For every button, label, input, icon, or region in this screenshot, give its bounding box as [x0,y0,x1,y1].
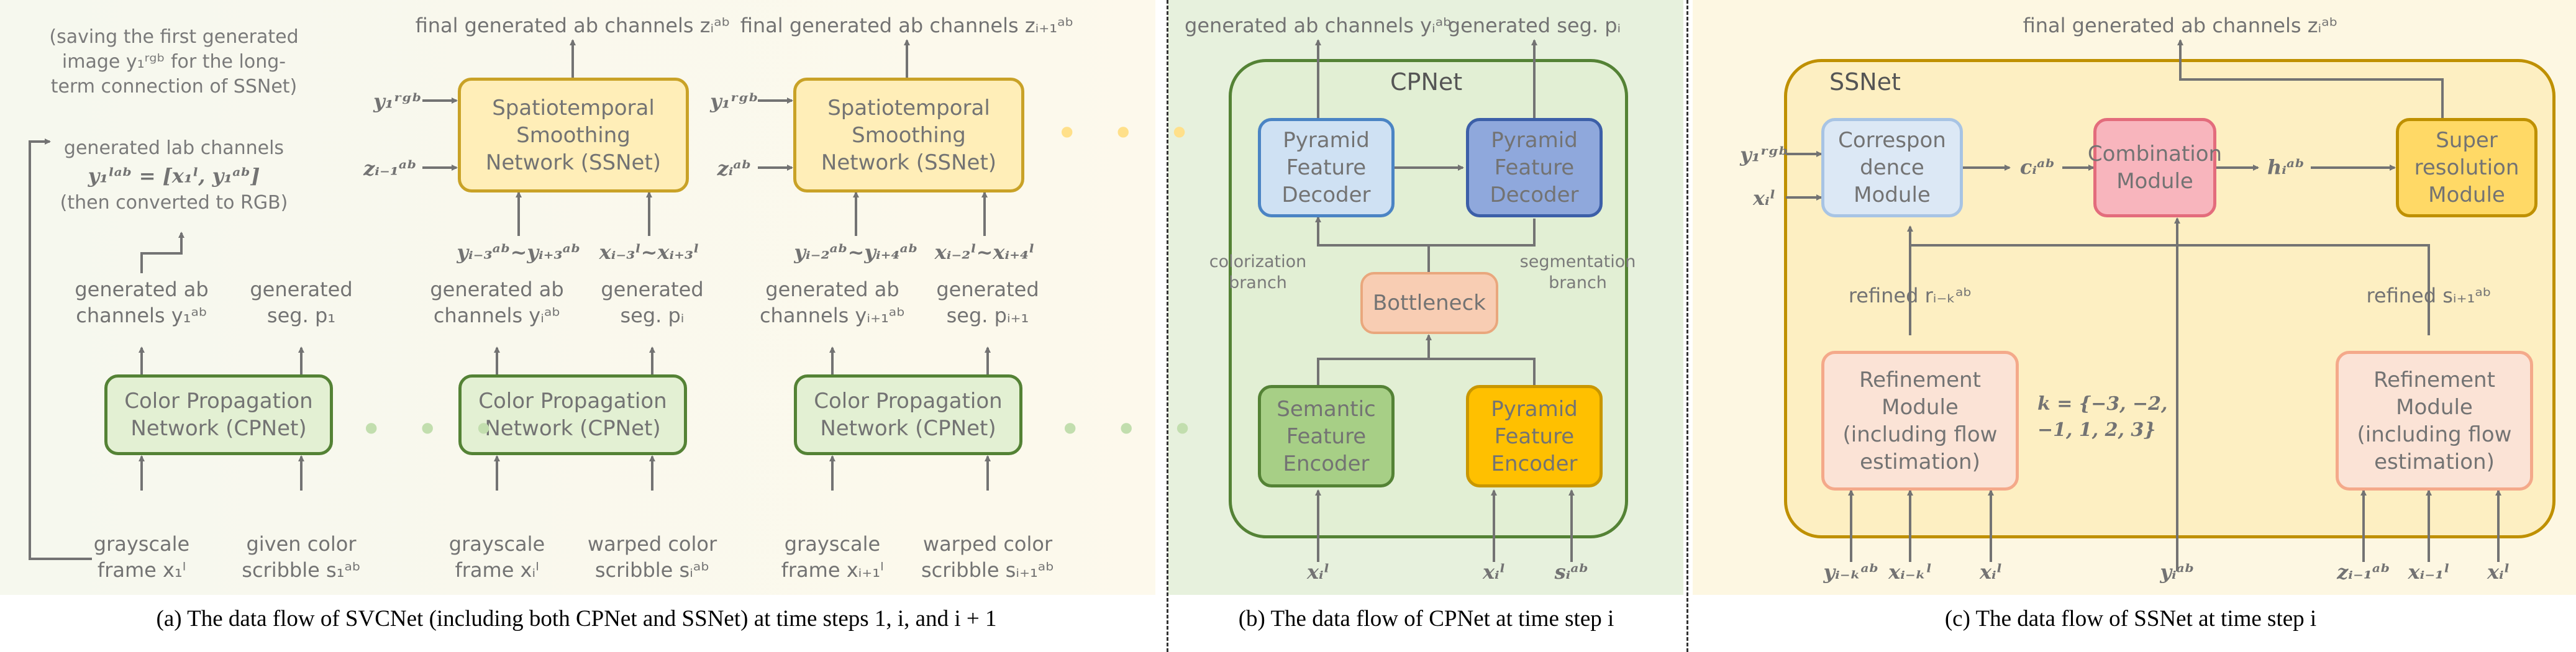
cpnet-output-seg: generated seg. pᵢ [1447,14,1621,37]
ssnet-input-rgb: y₁ʳᵍᵇ [1740,143,1788,166]
ssnet-input-x: xᵢˡ [1752,186,1776,210]
pyramid-decoder-right: Pyramid Feature Decoder [1466,118,1603,217]
ellipsis-top: • • • [1056,112,1202,155]
ssnet-box-2: Spatiotemporal Smoothing Network (SSNet) [793,78,1024,192]
pyramid-decoder-left: Pyramid Feature Decoder [1258,118,1395,217]
combination-module: Combination Module [2088,118,2222,217]
ssnet-bottom-x-i2: xᵢˡ [2487,560,2510,584]
cpnet-box-2: Color Propagation Network (CPNet) [458,374,687,455]
segmentation-branch-label: segmentation branch [1519,252,1636,292]
ellipsis-mid-2: • • • [1059,408,1205,451]
ssnet-title: SSNet [1829,68,1901,96]
note-rgb: (then converted to RGB) [60,192,288,214]
ssnet-box-1: Spatiotemporal Smoothing Network (SSNet) [458,78,689,192]
c-label: cᵢᵃᵇ [2019,155,2055,179]
cpnet-3-in-scribble: warped color scribble sᵢ₊₁ᵃᵇ [921,532,1055,582]
ssnet-2-input-rgb: y₁ʳᵍᵇ [710,89,758,113]
ssnet-2-seq-x: xᵢ₋₂ˡ~xᵢ₊₄ˡ [934,240,1035,264]
cpnet-1-in-gray: grayscale frame x₁ˡ [93,532,190,582]
colorization-branch-label: colorization branch [1209,252,1307,292]
k-set: k = {−3, −2, −1, 1, 2, 3} [2037,393,2168,441]
cpnet-input-x1: xᵢˡ [1306,560,1330,584]
cpnet-output-ab: generated ab channels yᵢᵃᵇ [1185,14,1452,37]
note-saving: (saving the first generated image y₁ʳᵍᵇ … [49,26,299,97]
ssnet-1-input-rgb: y₁ʳᵍᵇ [373,89,422,113]
refinement-module-left: Refinement Module (including flow estima… [1821,351,2019,491]
cpnet-title: CPNet [1390,68,1463,96]
caption-c: (c) The data flow of SSNet at time step … [1944,606,2317,632]
cpnet-1-in-scribble: given color scribble s₁ᵃᵇ [242,532,361,582]
cpnet-2-out-ab: generated ab channels yᵢᵃᵇ [430,278,564,327]
refined-r-label: refined rᵢ₋ₖᵃᵇ [1848,284,1972,307]
cpnet-2-out-seg: generated seg. pᵢ [601,278,704,327]
cpnet-2-in-scribble: warped color scribble sᵢᵃᵇ [587,532,717,582]
ssnet-2-seq-y: yᵢ₋₂ᵃᵇ~yᵢ₊₄ᵃᵇ [794,240,918,264]
refined-s-label: refined sᵢ₊₁ᵃᵇ [2366,284,2492,307]
cpnet-3-out-ab: generated ab channels yᵢ₊₁ᵃᵇ [759,278,906,327]
caption-b: (b) The data flow of CPNet at time step … [1238,606,1614,632]
cpnet-box-3: Color Propagation Network (CPNet) [794,374,1022,455]
note-lab: generated lab channels [63,137,284,159]
cpnet-2-in-gray: grayscale frame xᵢˡ [448,532,545,582]
cpnet-box-1: Color Propagation Network (CPNet) [104,374,333,455]
ssnet-1-seq-y: yᵢ₋₃ᵃᵇ~yᵢ₊₃ᵃᵇ [457,240,581,264]
ssnet-bottom-x-i1: xᵢ₋₁ˡ [2408,560,2450,584]
divider-a-b [1167,0,1168,652]
refinement-module-right: Refinement Module (including flow estima… [2336,351,2533,491]
cpnet-input-s: sᵢᵃᵇ [1554,560,1589,584]
correspondence-module: Correspon dence Module [1821,118,1963,217]
divider-b-c [1686,0,1688,652]
semantic-feature-encoder: Semantic Feature Encoder [1258,385,1395,487]
note-lab-equation: y₁ˡᵃᵇ = [x₁ˡ, y₁ᵃᵇ] [88,164,260,188]
ssnet-2-output: final generated ab channels zᵢ₊₁ᵃᵇ [740,14,1074,37]
ssnet-bottom-y-ik: yᵢ₋ₖᵃᵇ [1823,560,1879,584]
ssnet-1-seq-x: xᵢ₋₃ˡ~xᵢ₊₃ˡ [599,240,699,264]
ssnet-bottom-x-i: xᵢˡ [1979,560,2003,584]
ssnet-output: final generated ab channels zᵢᵃᵇ [2023,14,2338,37]
ssnet-2-input-z: zᵢᵃᵇ [717,156,752,180]
ssnet-1-output: final generated ab channels zᵢᵃᵇ [415,14,730,37]
super-resolution-module: Super resolution Module [2396,118,2537,217]
cpnet-1-out-ab: generated ab channels y₁ᵃᵇ [75,278,209,327]
ssnet-1-input-z: zᵢ₋₁ᵃᵇ [363,156,417,180]
ssnet-bottom-y-i: yᵢᵃᵇ [2160,560,2195,584]
pyramid-feature-encoder: Pyramid Feature Encoder [1466,385,1603,487]
cpnet-input-x2: xᵢˡ [1482,560,1506,584]
ssnet-bottom-z-i1: zᵢ₋₁ᵃᵇ [2337,560,2390,584]
h-label: hᵢᵃᵇ [2267,155,2305,179]
bottleneck-box: Bottleneck [1360,272,1498,334]
cpnet-3-in-gray: grayscale frame xᵢ₊₁ˡ [781,532,884,582]
ssnet-bottom-x-ik: xᵢ₋ₖˡ [1888,560,1932,584]
cpnet-3-out-seg: generated seg. pᵢ₊₁ [936,278,1039,327]
cpnet-1-out-seg: generated seg. p₁ [250,278,353,327]
ellipsis-mid-1: • • • [360,408,506,451]
caption-a: (a) The data flow of SVCNet (including b… [156,606,997,632]
